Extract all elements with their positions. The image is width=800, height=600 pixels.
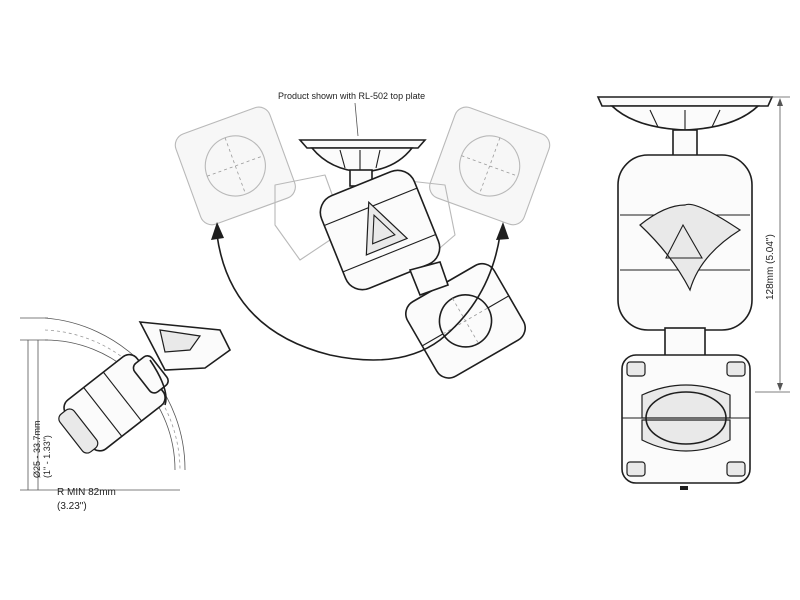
bar-diameter-label: Ø25 - 33.7mm (32, 420, 42, 478)
center-ball-body (319, 169, 441, 291)
bar-diameter-imperial-label: (1" - 1.33") (42, 435, 52, 478)
left-min-radius-view: Ø25 - 33.7mm (1" - 1.33") R MIN 82mm (3.… (20, 317, 232, 512)
ghost-clamp-right (429, 106, 551, 226)
note-leader-line (354, 102, 359, 137)
top-plate (298, 139, 427, 187)
min-radius-label: R MIN 82mm (57, 487, 116, 498)
top-plate-note: Product shown with RL-502 top plate (278, 91, 425, 101)
front-bar-clamp (621, 354, 751, 484)
right-front-view: 128mm (5.04") (596, 96, 790, 490)
height-dimension-label: 128mm (5.04") (765, 234, 776, 300)
rotation-arrow-right (496, 222, 509, 240)
min-radius-imperial-label: (3.23") (57, 501, 87, 512)
front-tri-knob (639, 203, 742, 292)
left-bar-clamp (58, 353, 169, 454)
ghost-clamp-left (174, 106, 296, 226)
rotation-arrow-left (211, 222, 224, 240)
rotation-arc (216, 234, 501, 361)
center-rotation-view: Product shown with RL-502 top plate (174, 91, 551, 379)
